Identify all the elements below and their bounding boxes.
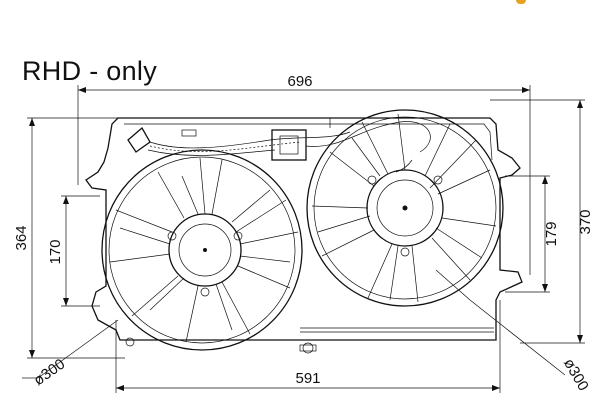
dimension-right-inner: 179 (505, 175, 560, 293)
dimension-left-height: 364 (13, 117, 125, 359)
diagram-title: RHD - only (22, 56, 158, 86)
label-364: 364 (13, 225, 30, 250)
right-fan-leader-stub (435, 269, 471, 301)
label-left-fan-diameter: ø300 (31, 356, 69, 390)
label-591: 591 (295, 370, 320, 387)
leader-left-diameter: ø300 (22, 319, 119, 390)
shroud-frame (85, 117, 523, 354)
label-370: 370 (577, 209, 594, 234)
dimension-bottom-width: 591 (115, 300, 501, 393)
left-fan-spokes (109, 157, 299, 343)
left-fan (101, 149, 303, 351)
right-fan-spokes (311, 113, 497, 303)
label-696: 696 (287, 73, 312, 90)
wiring-harness (127, 118, 431, 173)
label-179: 179 (543, 221, 560, 246)
dimension-right-height: 370 (490, 99, 594, 344)
accent-mark (516, 0, 526, 4)
dimension-top-width: 696 (77, 73, 531, 275)
label-170: 170 (47, 239, 64, 264)
leader-right-diameter: ø300 (469, 299, 592, 394)
right-fan (306, 109, 504, 307)
dimension-left-inner: 170 (47, 195, 100, 307)
